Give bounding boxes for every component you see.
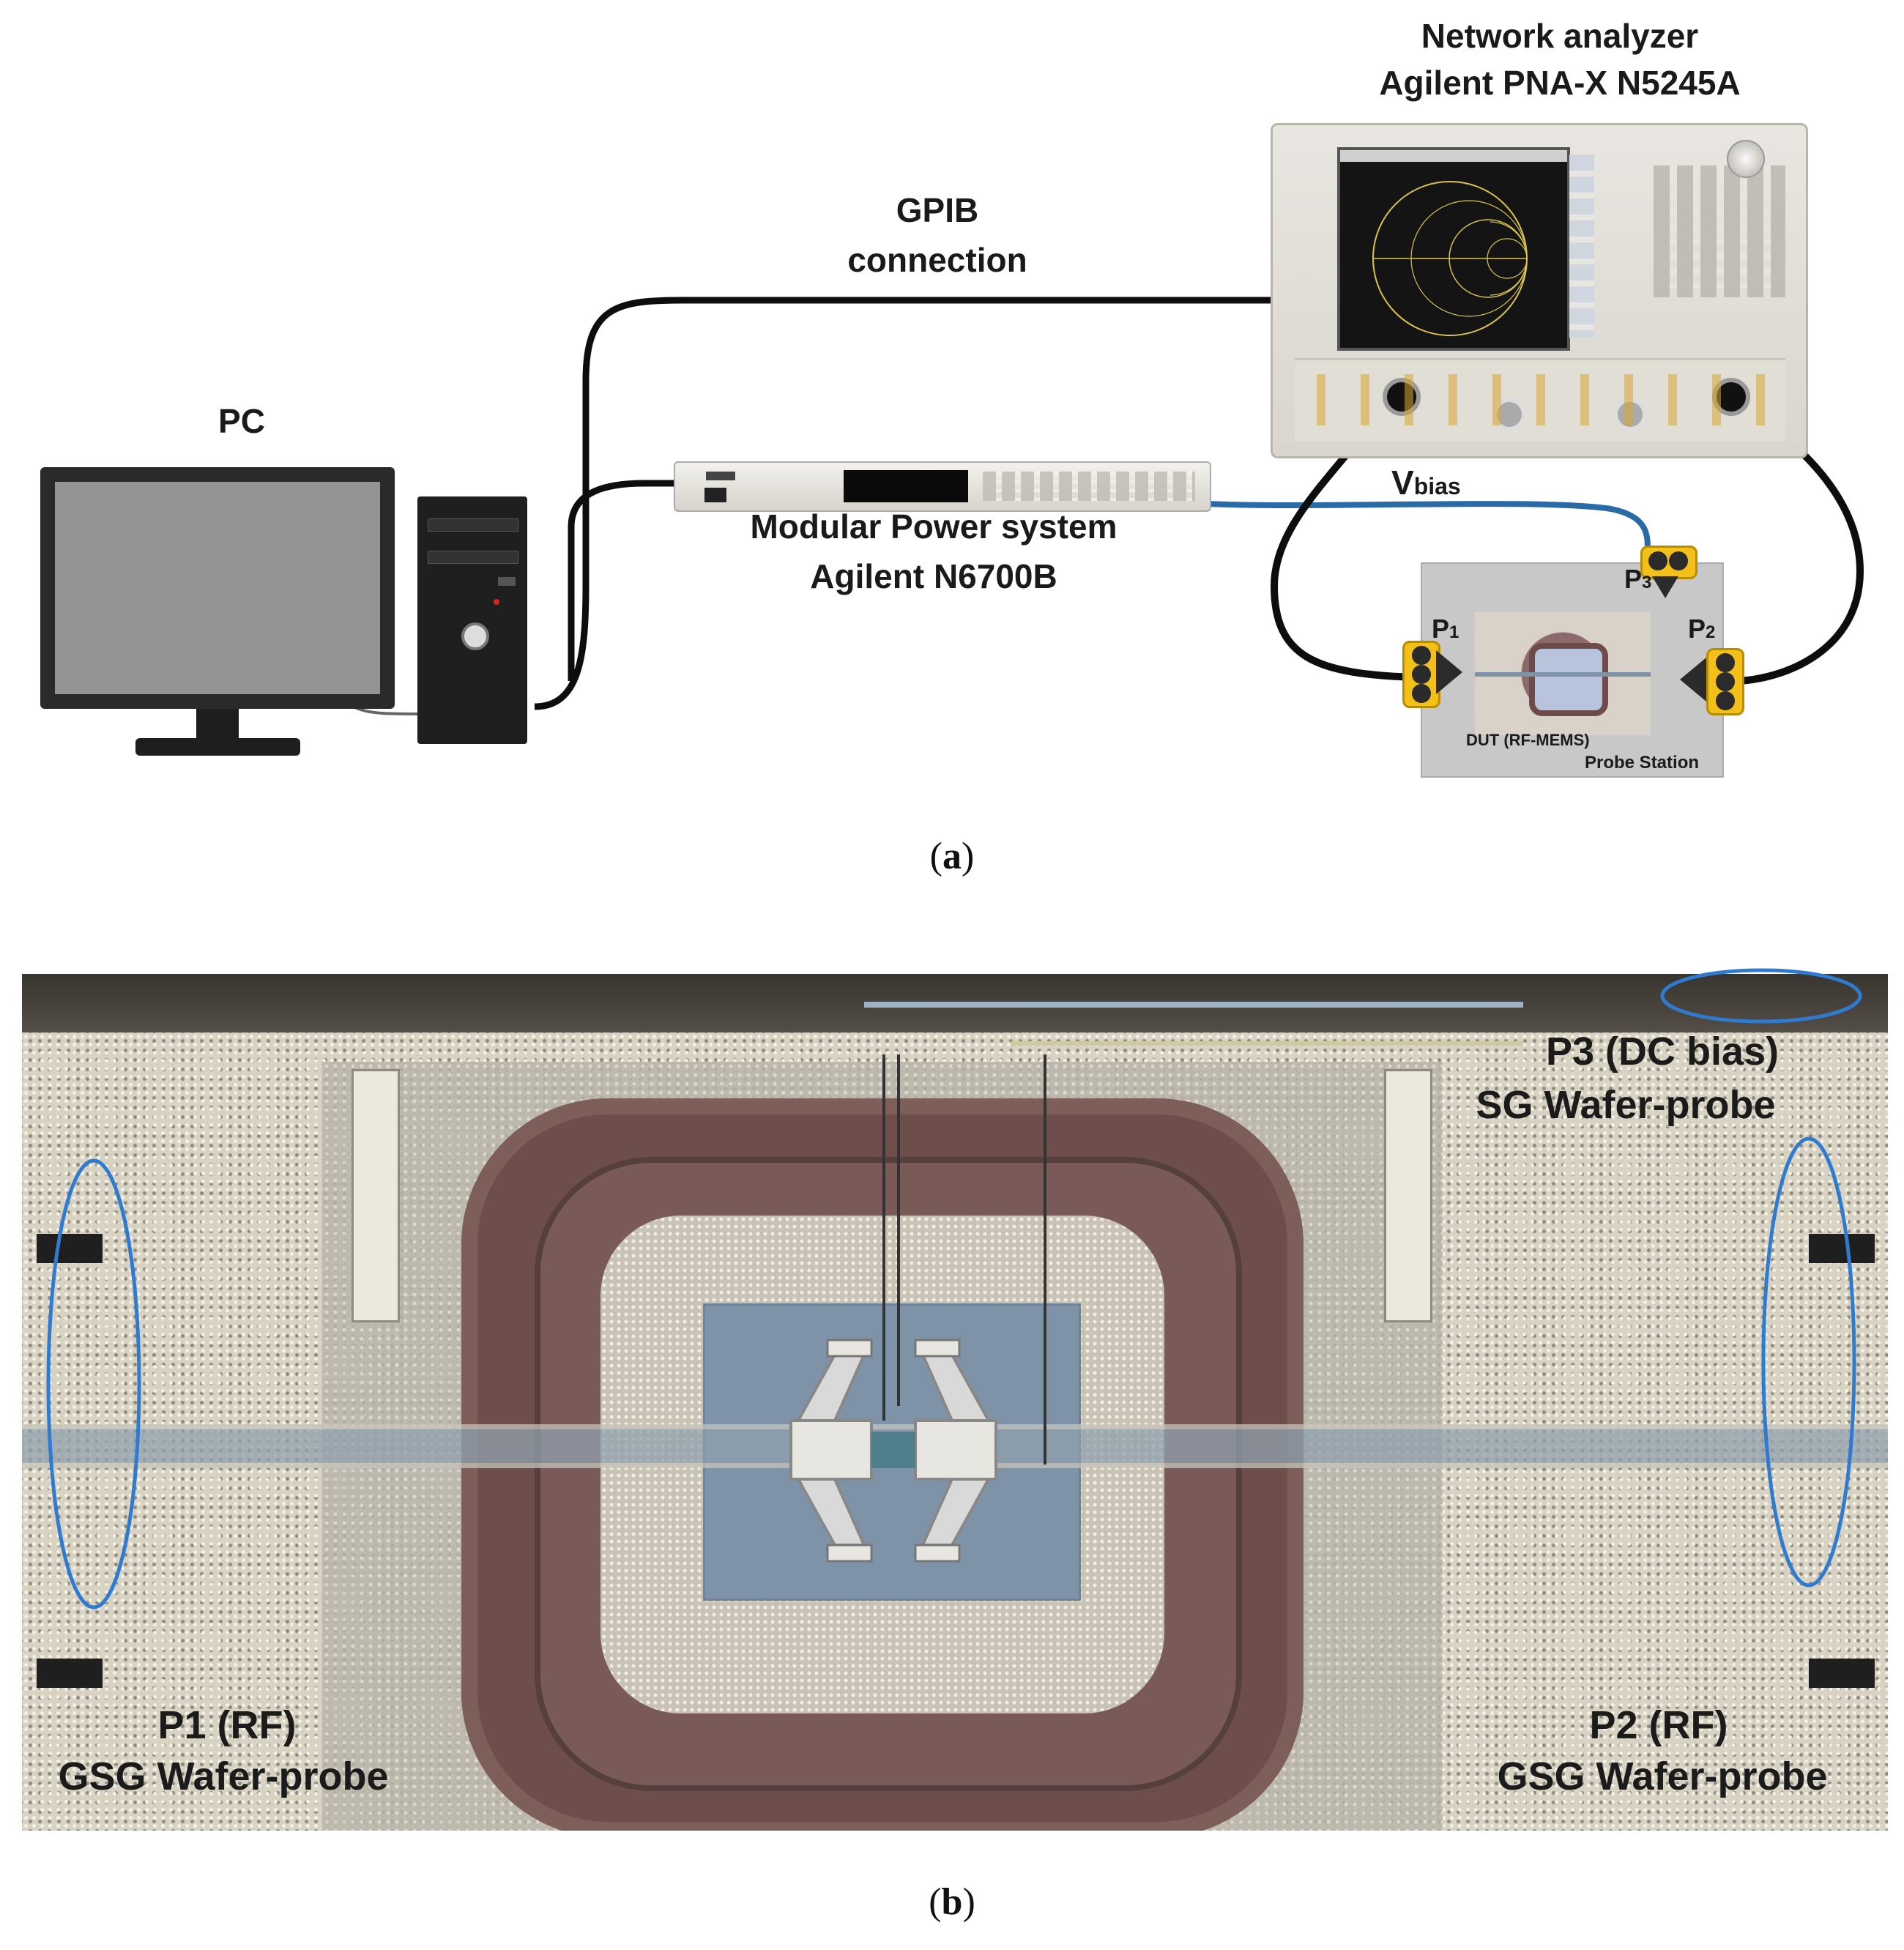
p2-probe-tip-bottom [1809,1659,1875,1688]
probe-p2-pin [1716,653,1735,672]
analyzer-keypad [1654,165,1785,297]
probe-p2-pin [1716,672,1735,691]
power-system-switch [704,488,726,502]
probe-p1-tip [1436,650,1462,694]
panel-b-caption-letter: b [941,1881,963,1923]
dc-probe-trace [864,1002,1523,1008]
dc-probe-trace-2 [1011,1041,1523,1046]
probe-p3-pin [1669,551,1688,570]
p1-probe-tip-bottom [37,1659,103,1688]
smith-chart-icon [1340,150,1567,336]
power-cable [568,480,677,681]
p1-rf-label: P1 (RF) [157,1703,297,1747]
bias-line-2 [897,1054,900,1406]
monitor-base [135,738,300,756]
panel-a-caption-open: ( [929,836,942,877]
probe-station: DUT (RF-MEMS) Probe Station [1421,562,1724,778]
highlight-ellipses [46,968,1862,1610]
dut-inner-square [1529,643,1608,716]
probe-p3-label: P3 [1624,564,1668,595]
probe-p2-label-main: P [1688,614,1706,644]
probe-p2-pin [1716,691,1735,710]
pc-label: PC [218,402,265,440]
bias-line-3 [1044,1054,1046,1465]
analyzer-softkeys [1569,155,1594,338]
p2-highlight-ellipse [1761,1136,1856,1588]
gpib-label: GPIB [896,191,979,229]
network-analyzer-title: Network analyzer [1421,17,1699,55]
power-system-logo [706,472,735,480]
panel-b-photo [22,974,1888,1831]
mems-actuator [789,1339,997,1563]
probe-p1 [1402,641,1440,708]
probe-p1-label: P1 [1432,614,1476,644]
power-system-model: Agilent N6700B [810,557,1057,595]
panel-a-caption-close: ) [962,836,975,877]
tower-drive-bay [428,518,518,532]
panel-b-caption-open: ( [929,1881,942,1923]
panel-a: Network analyzer Agilent PNA-X N5245A [0,0,1904,908]
right-ground-bar [1384,1069,1432,1322]
power-system-title: Modular Power system [750,507,1118,546]
bias-cable [1206,501,1651,551]
panel-a-caption-letter: a [942,836,962,877]
analyzer-screen [1337,147,1570,351]
probe-p3-pin [1648,551,1667,570]
probe-p1-label-main: P [1432,614,1450,644]
power-system-buttons [983,472,1195,501]
tower-drive-bay-2 [428,551,518,564]
gold-connectors [1302,374,1771,425]
probe-p1-pin [1412,665,1431,684]
tower-led [494,599,499,605]
analyzer-knob [1727,140,1765,178]
dut-chip-image [1475,612,1651,735]
probe-p3-tip [1652,576,1678,598]
power-button-icon [461,622,489,650]
p1-probe-tip-top [37,1234,103,1263]
probe-p1-label-sub: 1 [1449,622,1459,642]
probe-p2-tip [1680,658,1706,702]
panel-b-caption-close: ) [962,1881,975,1923]
network-analyzer-model: Agilent PNA-X N5245A [1379,64,1741,102]
probe-p1-pin [1412,646,1431,665]
dut-signal-line [1475,672,1651,677]
p2-rf-label: P2 (RF) [1589,1703,1728,1747]
monitor-screen [55,482,380,694]
bias-line-1 [882,1054,885,1421]
dut-label: DUT (RF-MEMS) [1466,731,1590,749]
probe-p3 [1640,546,1697,579]
p1-wafer-probe-label: GSG Wafer-probe [58,1754,389,1798]
probe-p1-pin [1412,684,1431,703]
probe-p2-label: P2 [1688,614,1732,644]
p3-wafer-probe-label: SG Wafer-probe [1476,1083,1776,1127]
pc-tower [417,496,527,744]
p3-highlight-ellipse [1660,968,1862,1024]
left-ground-bar [352,1069,400,1322]
probe-p2-label-sub: 2 [1706,622,1716,642]
panel-a-caption: (a) [879,835,1025,878]
power-system-display [844,470,968,502]
gpib-cable [534,297,1274,710]
probe-p3-label-main: P [1624,564,1643,594]
p2-probe-tip-top [1809,1234,1875,1263]
panel-b-caption: (b) [879,1880,1025,1924]
probe-p3-label-sub: 3 [1642,573,1652,592]
power-system-device [674,461,1211,512]
gpib-connection-label: connection [847,241,1027,279]
vbias-subscript: bias [1413,473,1461,499]
p1-highlight-ellipse [46,1158,141,1610]
pc-monitor [40,467,395,709]
probe-p2 [1706,648,1744,715]
p3-dc-bias-label: P3 (DC bias) [1545,1030,1780,1073]
tower-slot [498,577,516,586]
vbias-main: V [1391,464,1414,502]
p2-wafer-probe-label: GSG Wafer-probe [1497,1754,1828,1798]
probe-station-label: Probe Station [1585,753,1700,773]
vbias-label: Vbias [1391,463,1494,502]
network-analyzer-device [1271,123,1808,458]
